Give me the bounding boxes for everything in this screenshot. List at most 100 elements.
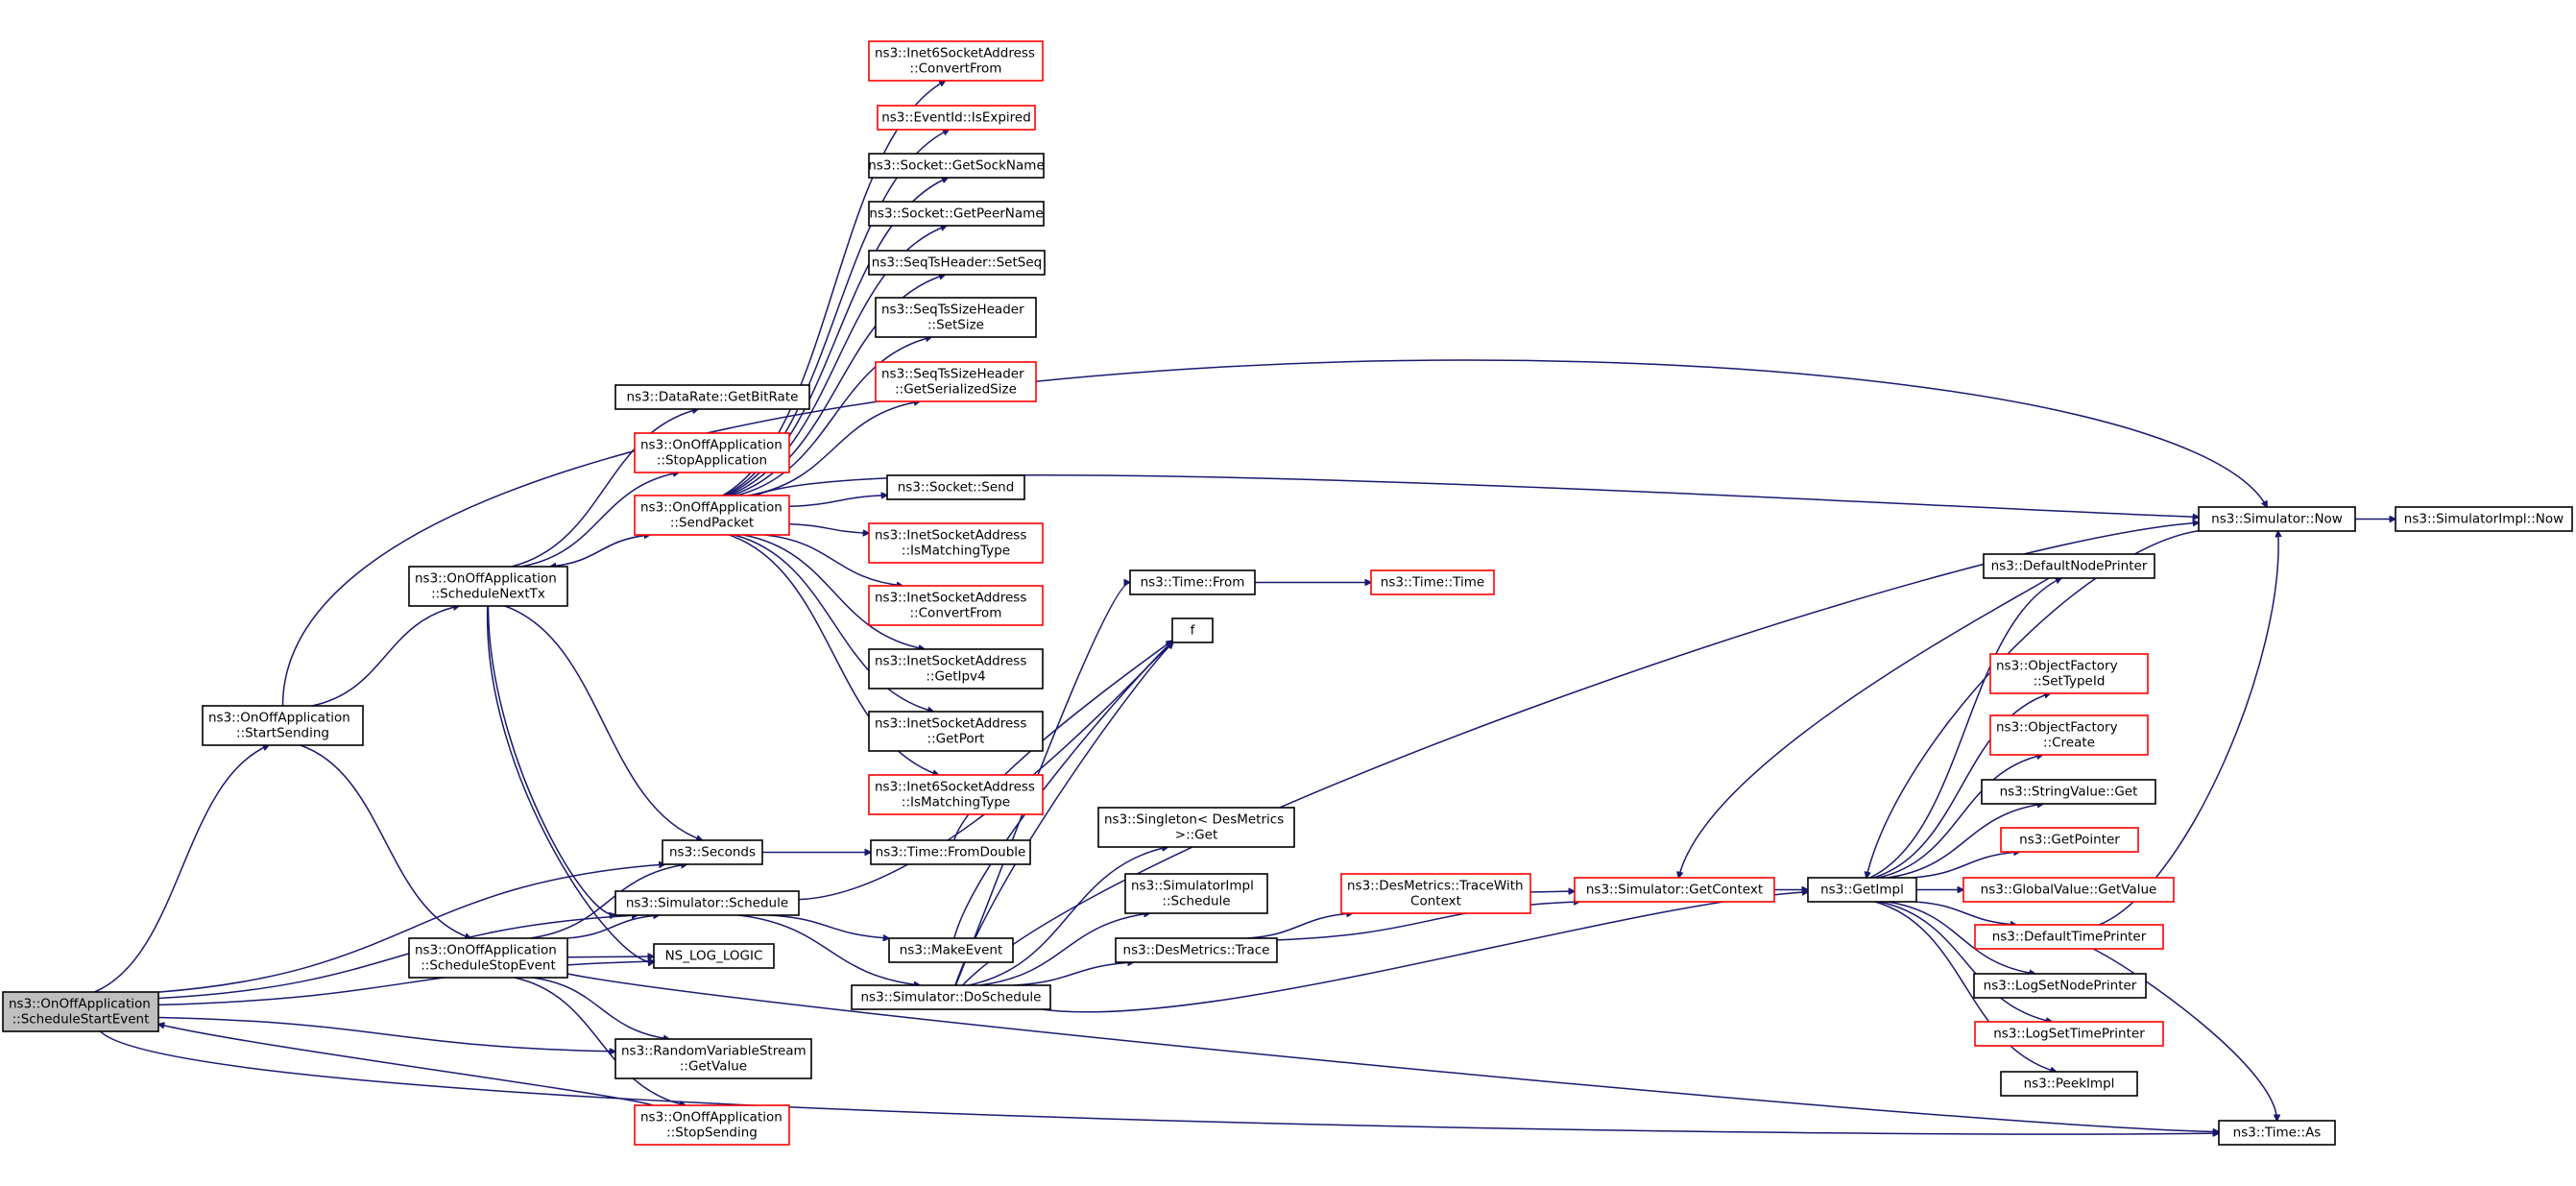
- node-eventIdIsExpired[interactable]: ns3::EventId::IsExpired: [877, 105, 1036, 131]
- node-label: ns3::SimulatorImpl::Now: [2404, 512, 2564, 527]
- node-label: ns3::DesMetrics::TraceWith: [1347, 879, 1524, 894]
- edge-sendPacket-to-inetConvertFrom: [764, 534, 903, 586]
- node-inetIsMatchingType[interactable]: ns3::InetSocketAddress::IsMatchingType: [868, 522, 1044, 564]
- node-socketGetPeerName[interactable]: ns3::Socket::GetPeerName: [868, 201, 1045, 227]
- node-label: ns3::DefaultNodePrinter: [1991, 559, 2148, 574]
- node-label: ::ScheduleNextTx: [431, 587, 545, 602]
- node-label: ns3::SeqTsHeader::SetSeq: [872, 255, 1042, 271]
- node-label: ns3::Simulator::Schedule: [626, 896, 788, 911]
- node-inet6ConvertFrom[interactable]: ns3::Inet6SocketAddress::ConvertFrom: [868, 40, 1044, 82]
- node-box: [2218, 1120, 2336, 1146]
- node-label: ns3::MakeEvent: [900, 943, 1003, 958]
- node-label: ns3::LogSetTimePrinter: [1993, 1027, 2145, 1042]
- node-simGetContext[interactable]: ns3::Simulator::GetContext: [1574, 877, 1775, 903]
- node-peekImpl[interactable]: ns3::PeekImpl: [2000, 1071, 2138, 1097]
- edge-root-to-timeAs: [99, 1030, 2220, 1134]
- node-defaultTimePrinter[interactable]: ns3::DefaultTimePrinter: [1974, 924, 2164, 950]
- edge-stopSending-to-root: [158, 1024, 654, 1106]
- node-simSchedule[interactable]: ns3::Simulator::Schedule: [614, 890, 800, 916]
- node-box: [634, 495, 790, 536]
- edge-scheduleStopEvent-to-stopSending: [514, 977, 686, 1105]
- edge-simDoSchedule-to-f: [954, 642, 1173, 986]
- node-seqTsSetSeq[interactable]: ns3::SeqTsHeader::SetSeq: [868, 250, 1046, 276]
- node-label: ns3::DefaultTimePrinter: [1992, 930, 2147, 945]
- edge-simDoSchedule-to-timeFrom: [954, 583, 1131, 986]
- node-getImpl[interactable]: ns3::GetImpl: [1807, 877, 1917, 903]
- node-box: [614, 890, 800, 916]
- node-defaultNodePrinter[interactable]: ns3::DefaultNodePrinter: [1983, 553, 2155, 579]
- node-ofSetTypeId[interactable]: ns3::ObjectFactory::SetTypeId: [1989, 653, 2149, 694]
- node-logSetTimePrinter[interactable]: ns3::LogSetTimePrinter: [1974, 1021, 2164, 1047]
- node-timeFrom[interactable]: ns3::Time::From: [1129, 569, 1256, 595]
- node-label: ns3::InetSocketAddress: [875, 528, 1026, 544]
- node-label: ::ConvertFrom: [910, 606, 1002, 621]
- node-box: [1124, 873, 1268, 914]
- node-label: ns3::Simulator::DoSchedule: [861, 990, 1042, 1005]
- node-getPointer[interactable]: ns3::GetPointer: [2000, 827, 2139, 853]
- node-label: ns3::Socket::Send: [898, 480, 1015, 496]
- node-stringValueGet[interactable]: ns3::StringValue::Get: [1981, 779, 2156, 805]
- node-logSetNodePrinter[interactable]: ns3::LogSetNodePrinter: [1973, 973, 2147, 999]
- edge-getImpl-to-logSetNodePrinter: [1887, 901, 2035, 974]
- node-label: ns3::OnOffApplication: [640, 500, 782, 516]
- node-box: [875, 361, 1037, 402]
- node-box: [868, 585, 1044, 626]
- node-label: ns3::DataRate::GetBitRate: [627, 390, 799, 405]
- node-singletonGet[interactable]: ns3::Singleton< DesMetrics>::Get: [1097, 807, 1295, 848]
- edge-simDoSchedule-to-simImplSchedule: [978, 913, 1149, 986]
- node-inetGetIpv4[interactable]: ns3::InetSocketAddress::GetIpv4: [868, 648, 1044, 690]
- node-label: ::ConvertFrom: [910, 61, 1002, 77]
- node-simDoSchedule[interactable]: ns3::Simulator::DoSchedule: [851, 984, 1051, 1010]
- node-label: ns3::Inet6SocketAddress: [875, 46, 1035, 61]
- node-label: ns3::SeqTsSizeHeader: [881, 367, 1024, 382]
- node-globalValueGetValue[interactable]: ns3::GlobalValue::GetValue: [1962, 877, 2175, 903]
- node-label: ns3::InetSocketAddress: [875, 591, 1026, 606]
- node-socketGetSockName[interactable]: ns3::Socket::GetSockName: [868, 153, 1045, 179]
- node-label: ns3::Time::Time: [1381, 575, 1484, 591]
- node-seconds[interactable]: ns3::Seconds: [662, 839, 763, 865]
- node-nsLogLogic[interactable]: NS_LOG_LOGIC: [653, 943, 775, 969]
- node-label: ns3::OnOffApplication: [415, 571, 557, 587]
- node-timeTime[interactable]: ns3::Time::Time: [1370, 569, 1495, 595]
- node-ofCreate[interactable]: ns3::ObjectFactory::Create: [1989, 714, 2149, 756]
- node-f[interactable]: f: [1171, 617, 1214, 643]
- node-label: ns3::OnOffApplication: [415, 943, 557, 958]
- node-stopSending[interactable]: ns3::OnOffApplication::StopSending: [634, 1104, 790, 1146]
- node-label: ns3::Singleton< DesMetrics: [1104, 812, 1284, 828]
- node-getBitRate[interactable]: ns3::DataRate::GetBitRate: [614, 384, 810, 410]
- node-label: ns3::Simulator::GetContext: [1586, 883, 1763, 898]
- node-socketSend[interactable]: ns3::Socket::Send: [886, 474, 1025, 500]
- node-desMetricsTrace[interactable]: ns3::DesMetrics::Trace: [1115, 937, 1278, 963]
- node-simImplNow[interactable]: ns3::SimulatorImpl::Now: [2395, 506, 2573, 532]
- node-label: ::SetSize: [927, 318, 984, 333]
- edge-scheduleStopEvent-to-timeAs: [566, 973, 2219, 1132]
- node-simImplSchedule[interactable]: ns3::SimulatorImpl::Schedule: [1124, 873, 1268, 914]
- node-seqTsSizeGetSerializedSize[interactable]: ns3::SeqTsSizeHeader::GetSerializedSize: [875, 361, 1037, 402]
- node-scheduleStopEvent[interactable]: ns3::OnOffApplication::ScheduleStopEvent: [408, 937, 568, 979]
- node-box: [1340, 873, 1531, 914]
- edge-getImpl-to-logSetTimePrinter: [1879, 901, 2052, 1022]
- node-startSending[interactable]: ns3::OnOffApplication::StartSending: [202, 705, 364, 746]
- node-scheduleNextTx[interactable]: ns3::OnOffApplication::ScheduleNextTx: [408, 566, 568, 607]
- node-label: ns3::GetImpl: [1820, 883, 1904, 898]
- node-stopApplication[interactable]: ns3::OnOffApplication::StopApplication: [634, 432, 790, 473]
- edge-sendPacket-to-seqTsSizeSetSize: [735, 337, 931, 496]
- node-box: [614, 384, 810, 410]
- node-inetConvertFrom[interactable]: ns3::InetSocketAddress::ConvertFrom: [868, 585, 1044, 626]
- node-label: ::SetTypeId: [2034, 674, 2106, 690]
- node-sendPacket[interactable]: ns3::OnOffApplication::SendPacket: [634, 495, 790, 536]
- edge-simSchedule-to-makeEvent: [769, 914, 889, 938]
- node-simNow[interactable]: ns3::Simulator::Now: [2198, 506, 2356, 532]
- node-box: [408, 937, 568, 979]
- node-timeAs[interactable]: ns3::Time::As: [2218, 1120, 2336, 1146]
- node-timeFromDouble[interactable]: ns3::Time::FromDouble: [870, 839, 1031, 865]
- node-inet6IsMatchingType[interactable]: ns3::Inet6SocketAddress::IsMatchingType: [868, 774, 1044, 815]
- node-box: [202, 705, 364, 746]
- node-makeEvent[interactable]: ns3::MakeEvent: [888, 937, 1014, 963]
- node-root[interactable]: ns3::OnOffApplication::ScheduleStartEven…: [2, 991, 159, 1032]
- node-seqTsSizeSetSize[interactable]: ns3::SeqTsSizeHeader::SetSize: [875, 297, 1037, 338]
- node-label: ::SendPacket: [670, 516, 754, 531]
- node-inetGetPort[interactable]: ns3::InetSocketAddress::GetPort: [868, 711, 1044, 752]
- node-rvsGetValue[interactable]: ns3::RandomVariableStream::GetValue: [614, 1038, 812, 1079]
